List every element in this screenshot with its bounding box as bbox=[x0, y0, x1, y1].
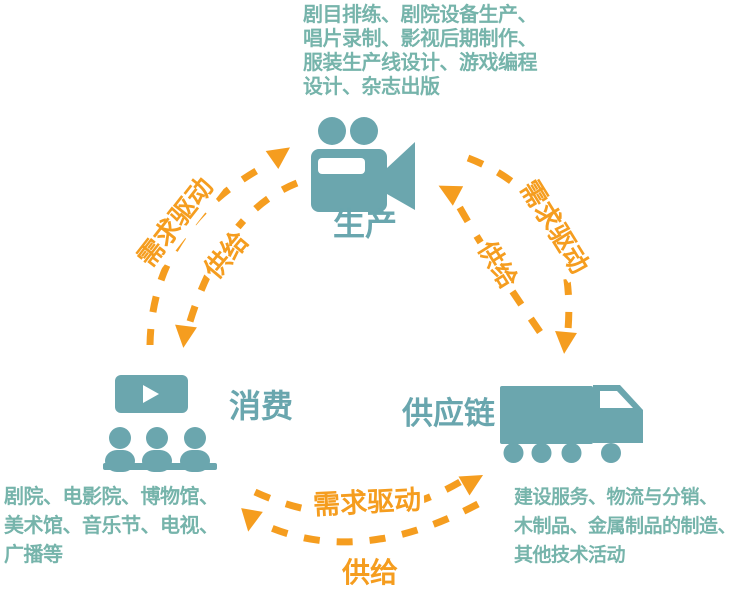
play-icon bbox=[143, 385, 159, 403]
arrow-supplychain-to-consumption-bottom bbox=[260, 500, 480, 546]
truck-wheel bbox=[561, 443, 582, 463]
bench-bar bbox=[103, 463, 217, 470]
arrowhead-left-down-icon bbox=[241, 508, 263, 532]
production-label: 生产 bbox=[333, 206, 398, 242]
bottom-supply-label: 供给 bbox=[341, 557, 399, 588]
supply-chain-description: 建设服务、物流与分销、 木制品、金属制品的制造、 其他技术活动 bbox=[514, 487, 737, 566]
bottom-demand-label: 需求驱动 bbox=[309, 476, 425, 524]
consumption-label: 消费 bbox=[229, 388, 294, 424]
consumption-description: 剧院、电影院、博物馆、 美术馆、音乐节、电视、 广播等 bbox=[4, 486, 219, 566]
person-head bbox=[184, 427, 206, 449]
camera-reel-left bbox=[318, 117, 346, 145]
production-description: 剧目排练、剧院设备生产、 唱片录制、影视后期制作、 服装生产线设计、游戏编程 设… bbox=[303, 4, 538, 98]
arrowhead-right-up-icon bbox=[458, 475, 484, 496]
audience-video-icon bbox=[103, 375, 217, 472]
supply-chain-label: 供应链 bbox=[402, 396, 495, 431]
truck-wheel bbox=[503, 443, 524, 463]
arrowhead-down-icon bbox=[175, 324, 197, 348]
arrowhead-down-right-icon bbox=[555, 331, 577, 354]
truck-icon bbox=[500, 385, 643, 463]
truck-cargo-box bbox=[500, 386, 593, 444]
person-head bbox=[146, 427, 168, 449]
arrowhead-up-right-icon bbox=[265, 147, 291, 170]
camera-lens-wedge bbox=[387, 142, 415, 210]
movie-camera-icon bbox=[311, 117, 415, 212]
truck-window bbox=[600, 391, 633, 408]
camera-slot bbox=[318, 158, 365, 174]
truck-wheel bbox=[601, 443, 621, 463]
truck-wheel bbox=[531, 443, 552, 463]
person-head bbox=[109, 427, 131, 449]
camera-reel-right bbox=[350, 117, 378, 145]
arrow-supplychain-to-production bbox=[451, 197, 543, 334]
arrowhead-up-left-icon bbox=[438, 185, 464, 206]
